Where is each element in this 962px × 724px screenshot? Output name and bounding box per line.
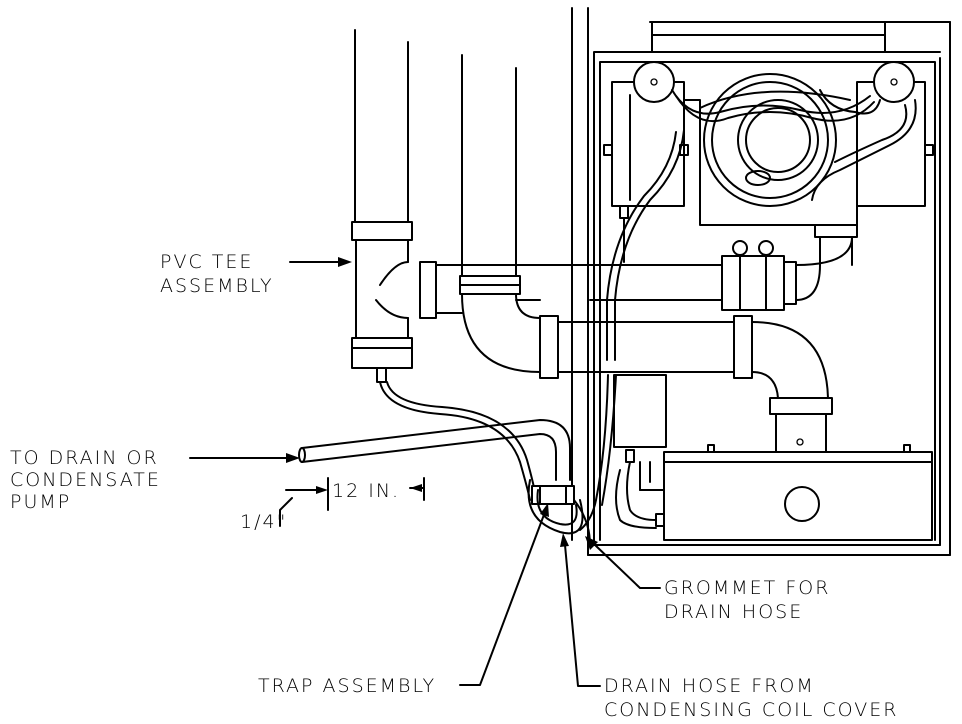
drain-label-line1: TO DRAIN OR: [10, 447, 159, 469]
lower-components: [579, 374, 933, 541]
drain-label-line3: PUMP: [10, 491, 71, 513]
trap-assembly-label: TRAP ASSEMBLY: [258, 675, 436, 697]
drain-hose: [298, 381, 591, 546]
drain-hose-label-line1: DRAIN HOSE FROM: [604, 675, 815, 697]
grommet-label-line2: DRAIN HOSE: [664, 601, 803, 623]
furnace-cabinet: [571, 7, 951, 556]
pvc-tee-label-line2: ASSEMBLY: [160, 275, 274, 297]
dimension-12-in: 12 IN.: [332, 480, 400, 502]
horizontal-pipes: [419, 236, 853, 453]
grommet-label-line1: GROMMET FOR: [664, 577, 830, 599]
vent-pipes: [354, 29, 517, 277]
labels: PVC TEE ASSEMBLY TO DRAIN OR CONDENSATE …: [10, 251, 898, 721]
inducer-assembly: [603, 61, 934, 361]
pvc-tee-label-line1: PVC TEE: [160, 251, 253, 273]
drain-hose-label-line2: CONDENSING COIL COVER: [604, 699, 898, 721]
dimension-quarter-inch: 1/4": [240, 511, 287, 533]
drain-label-line2: CONDENSATE: [10, 469, 161, 491]
pvc-tee-assembly: [351, 221, 413, 383]
leader-lines: [189, 257, 661, 687]
